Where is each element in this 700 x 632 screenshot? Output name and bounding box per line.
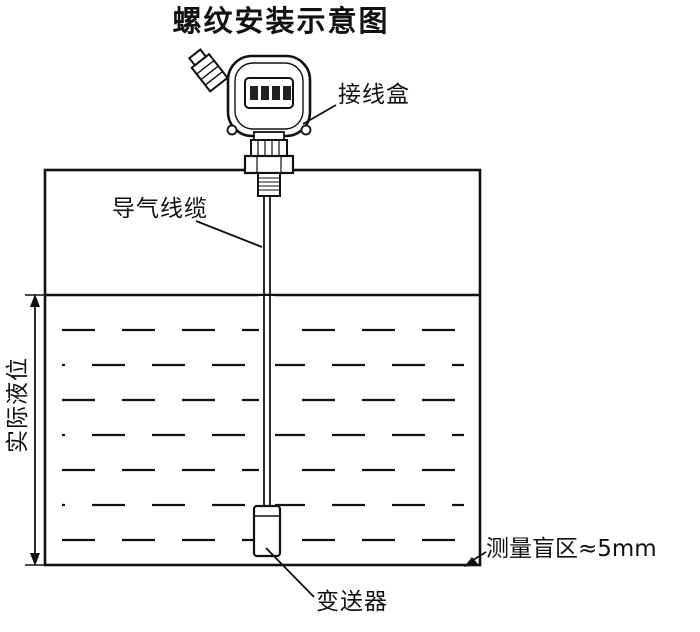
dimension-arrow-up <box>30 294 40 307</box>
cable-gland-icon <box>187 48 229 93</box>
air-cable-leader <box>195 220 263 248</box>
junction-box-leader <box>302 104 337 125</box>
transmitter-label: 变送器 <box>316 589 388 615</box>
air-cable-label: 导气线缆 <box>112 196 208 222</box>
dimension-arrow-down <box>30 553 40 566</box>
mounting-hex-nut <box>243 154 295 175</box>
transmitter-leader <box>265 547 315 598</box>
leader-lines <box>195 104 337 598</box>
lcd-display <box>244 77 294 109</box>
diagram-title: 螺纹安装示意图 <box>172 4 390 38</box>
actual-level-label: 实际液位 <box>5 357 31 453</box>
mounting-thread <box>257 172 281 197</box>
blind-zone-label: 测量盲区≈5mm <box>486 536 657 562</box>
neck-section <box>250 139 288 157</box>
air-cable-line <box>259 196 275 508</box>
level-dimension <box>25 294 45 566</box>
junction-box-label: 接线盒 <box>338 82 410 108</box>
blind-zone-arrow <box>464 551 487 567</box>
transmitter-body <box>187 48 312 197</box>
transmitter-probe <box>252 504 282 558</box>
